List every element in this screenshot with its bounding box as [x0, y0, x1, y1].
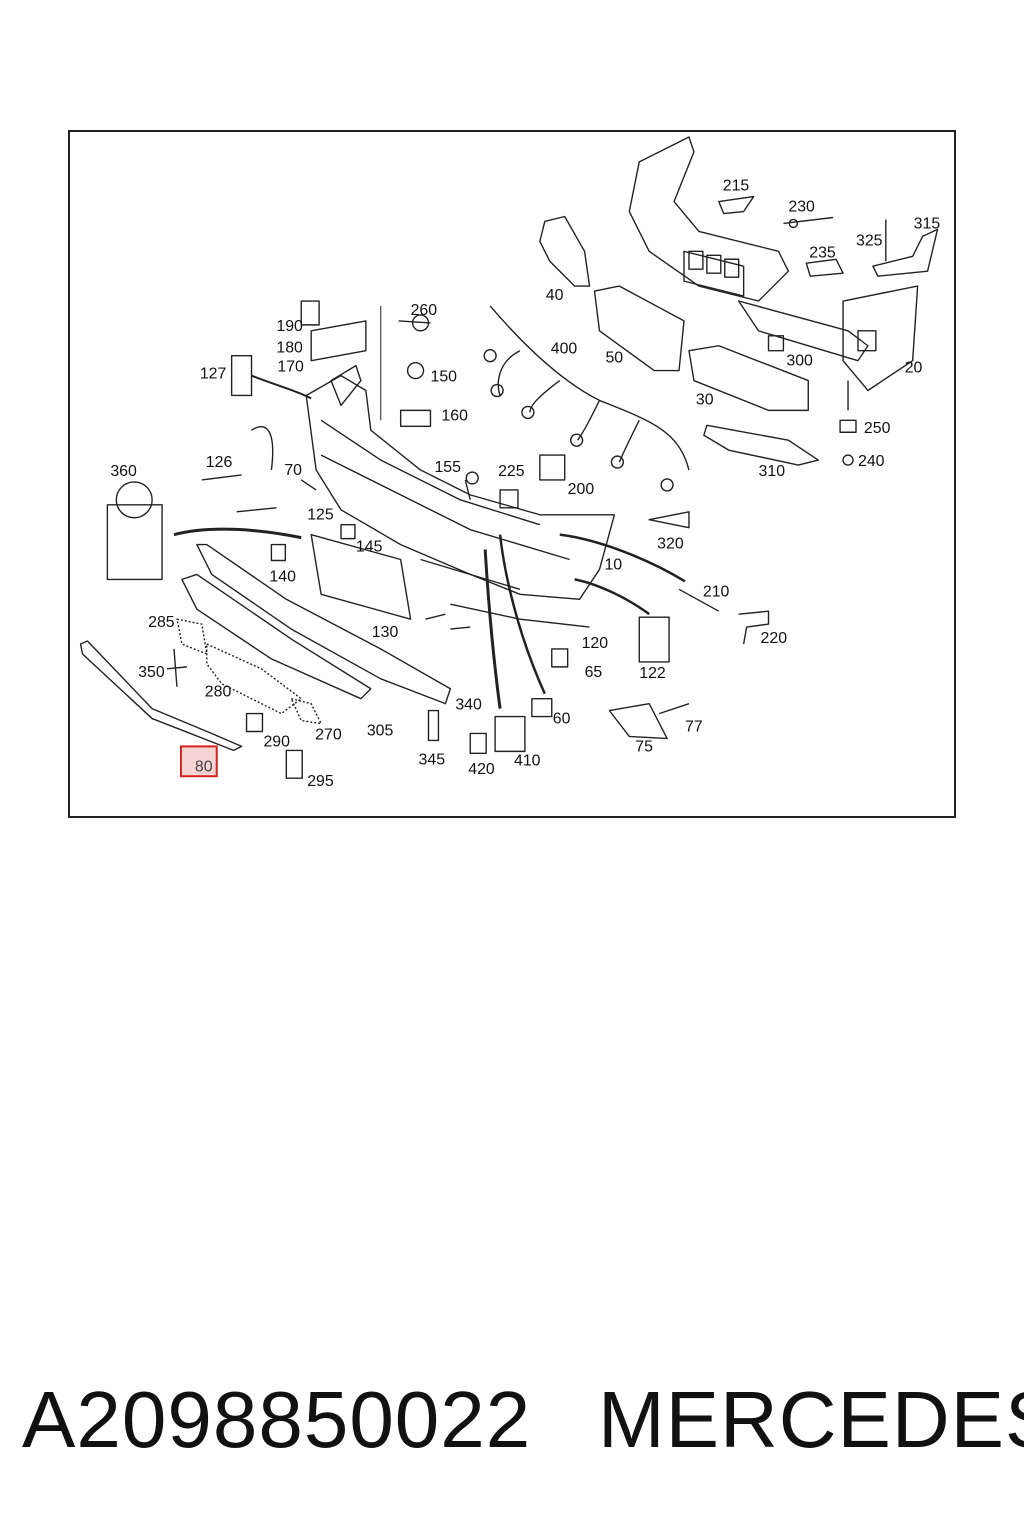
- part-label-126: 126: [206, 454, 233, 471]
- part-number: A2098850022: [22, 1375, 532, 1464]
- part-label-190: 190: [276, 318, 303, 335]
- part-label-160: 160: [441, 407, 468, 424]
- part-label-420: 420: [468, 761, 495, 778]
- part-label-150: 150: [430, 369, 457, 386]
- exploded-parts-diagram: 215 230 315 325 235 40 260 190 180 170 400 50 300 20 1…: [79, 136, 940, 791]
- part-label-140: 140: [269, 568, 296, 585]
- part-label-345: 345: [419, 751, 446, 768]
- part-label-170: 170: [277, 359, 304, 376]
- part-label-225: 225: [498, 463, 525, 480]
- footer: A2098850022 MERCEDES: [0, 1365, 1024, 1475]
- part-label-50: 50: [605, 350, 623, 367]
- part-label-305: 305: [367, 722, 394, 739]
- part-label-240: 240: [858, 453, 885, 470]
- part-label-270: 270: [315, 726, 342, 743]
- part-label-30: 30: [696, 391, 714, 408]
- part-label-60: 60: [553, 711, 571, 728]
- part-label-200: 200: [568, 481, 595, 498]
- part-label-340: 340: [455, 697, 482, 714]
- part-label-260: 260: [411, 302, 438, 319]
- part-label-310: 310: [759, 463, 786, 480]
- part-label-77: 77: [685, 718, 703, 735]
- highlight-label: 80: [195, 758, 213, 775]
- part-label-122: 122: [639, 665, 666, 682]
- part-label-127: 127: [200, 366, 227, 383]
- part-label-295: 295: [307, 773, 334, 790]
- diagram-frame: 215 230 315 325 235 40 260 190 180 170 400 50 300 20 1…: [68, 130, 956, 818]
- part-label-285: 285: [148, 614, 175, 631]
- part-label-325: 325: [856, 232, 883, 249]
- part-label-10: 10: [604, 556, 622, 573]
- part-label-410: 410: [514, 752, 541, 769]
- part-drawings: [79, 136, 939, 779]
- part-label-70: 70: [284, 462, 302, 479]
- part-label-130: 130: [372, 624, 399, 641]
- part-label-145: 145: [356, 539, 383, 556]
- part-label-180: 180: [276, 340, 303, 357]
- part-label-350: 350: [138, 664, 165, 681]
- part-labels: 215 230 315 325 235 40 260 190 180 170 400 50 300 20 1…: [110, 178, 940, 791]
- part-label-75: 75: [635, 738, 653, 755]
- part-label-235: 235: [809, 244, 836, 261]
- part-label-125: 125: [307, 507, 334, 524]
- part-label-210: 210: [703, 583, 730, 600]
- part-label-280: 280: [205, 684, 232, 701]
- part-label-40: 40: [546, 287, 564, 304]
- highlight-box: [179, 745, 218, 778]
- part-label-300: 300: [786, 353, 813, 370]
- part-label-360: 360: [110, 463, 137, 480]
- part-label-320: 320: [657, 536, 684, 553]
- part-label-230: 230: [788, 199, 815, 216]
- part-label-400: 400: [551, 341, 578, 358]
- part-label-215: 215: [723, 178, 750, 195]
- part-label-20: 20: [905, 360, 923, 377]
- part-label-315: 315: [914, 215, 941, 232]
- part-label-220: 220: [761, 630, 788, 647]
- part-label-65: 65: [585, 664, 603, 681]
- part-label-155: 155: [434, 459, 461, 476]
- part-label-250: 250: [864, 420, 891, 437]
- brand-name: MERCEDES: [598, 1375, 1024, 1464]
- part-label-290: 290: [263, 733, 290, 750]
- part-label-120: 120: [582, 635, 609, 652]
